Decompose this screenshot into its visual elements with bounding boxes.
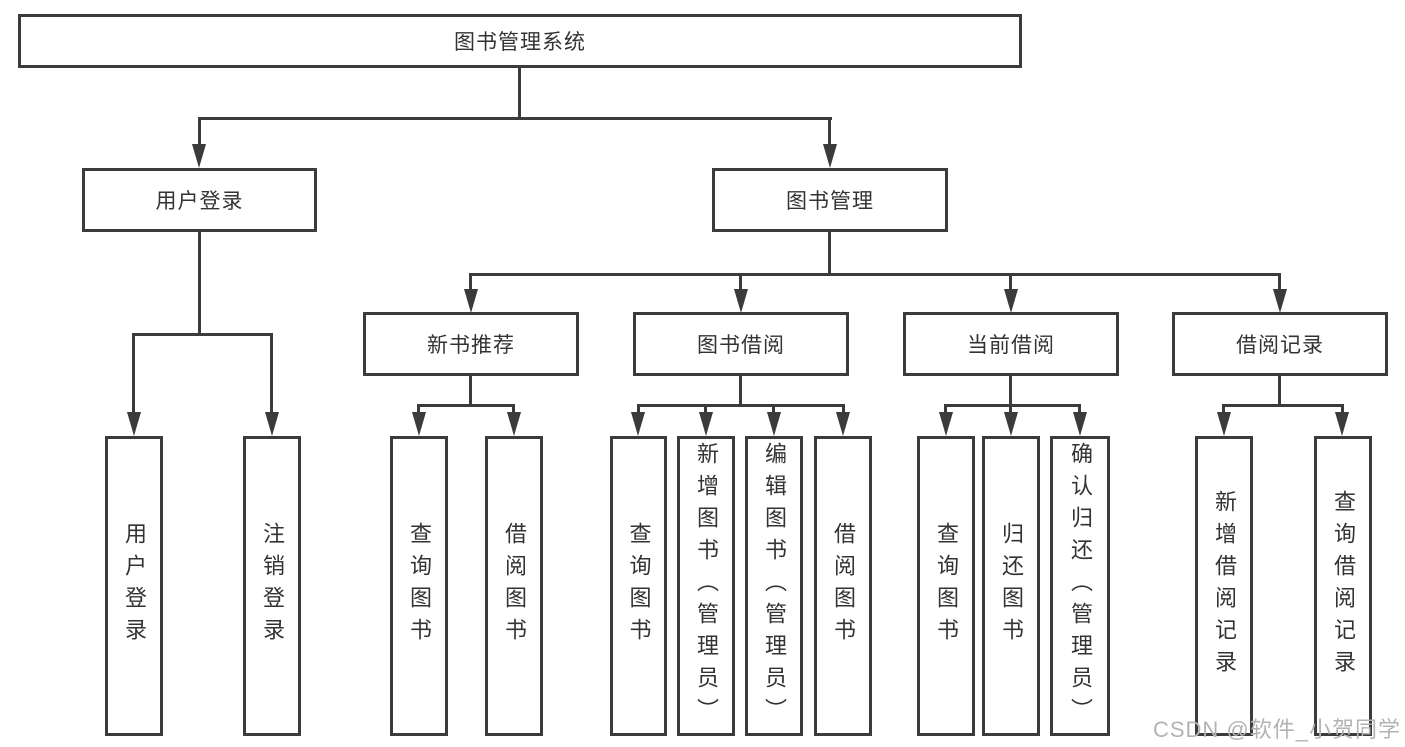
arrow-down-icon xyxy=(1073,412,1087,436)
connector-line xyxy=(944,404,1081,407)
arrow-down-icon xyxy=(1004,289,1018,313)
leaf-add-borrow-record: 新增借阅记录 xyxy=(1195,436,1253,736)
leaf-borrow-books-recommend: 借阅图书 xyxy=(485,436,543,736)
connector-line xyxy=(637,404,640,416)
node-label: 新书推荐 xyxy=(427,334,515,357)
node-label: 用户登录 xyxy=(122,522,147,650)
connector-line xyxy=(1222,404,1225,416)
connector-line xyxy=(198,230,201,335)
node-label: 图书管理系统 xyxy=(454,31,586,54)
connector-line xyxy=(1222,404,1344,407)
node-label: 借阅记录 xyxy=(1236,334,1324,357)
node-label: 编辑图书（管理员） xyxy=(762,442,787,730)
leaf-borrow-books-borrowing: 借阅图书 xyxy=(814,436,872,736)
arrow-down-icon xyxy=(631,412,645,436)
arrow-down-icon xyxy=(1273,289,1287,313)
connector-line xyxy=(1341,404,1344,416)
node-label: 查询图书 xyxy=(626,522,652,650)
leaf-add-books-admin: 新增图书（管理员） xyxy=(677,436,735,736)
arrow-down-icon xyxy=(127,412,141,436)
connector-line xyxy=(944,404,947,416)
node-label: 查询借阅记录 xyxy=(1331,490,1356,682)
connector-line xyxy=(637,404,845,407)
node-borrowing-records: 借阅记录 xyxy=(1172,312,1388,376)
arrow-down-icon xyxy=(823,144,837,168)
arrow-down-icon xyxy=(767,412,781,436)
connector-line xyxy=(1009,373,1012,406)
connector-line xyxy=(842,404,845,416)
node-label: 确认归还（管理员） xyxy=(1068,442,1093,730)
connector-line xyxy=(1278,373,1281,406)
connector-line xyxy=(132,333,273,336)
node-label: 查询图书 xyxy=(407,522,432,650)
arrow-down-icon xyxy=(1004,412,1018,436)
node-label: 借阅图书 xyxy=(831,522,856,650)
node-book-management: 图书管理 xyxy=(712,168,948,232)
node-library-management-system: 图书管理系统 xyxy=(18,14,1022,68)
watermark: CSDN @软件_小贺同学 xyxy=(1152,717,1401,742)
leaf-confirm-return-admin: 确认归还（管理员） xyxy=(1050,436,1110,736)
node-label: 用户登录 xyxy=(155,190,244,213)
arrow-down-icon xyxy=(412,412,426,436)
connector-line xyxy=(470,273,1281,276)
connector-line xyxy=(828,230,831,275)
leaf-query-books-borrowing: 查询图书 xyxy=(610,436,667,736)
connector-line xyxy=(198,117,201,148)
leaf-logout-login: 注销登录 xyxy=(243,436,301,736)
leaf-query-borrow-record: 查询借阅记录 xyxy=(1314,436,1372,736)
connector-line xyxy=(518,66,521,119)
connector-line xyxy=(739,373,742,406)
node-current-borrowing: 当前借阅 xyxy=(903,312,1119,376)
arrow-down-icon xyxy=(836,412,850,436)
connector-line xyxy=(132,333,135,415)
node-label: 归还图书 xyxy=(999,522,1024,650)
arrow-down-icon xyxy=(192,144,206,168)
connector-line xyxy=(270,333,273,415)
leaf-return-books: 归还图书 xyxy=(982,436,1040,736)
connector-line xyxy=(469,273,472,291)
connector-line xyxy=(704,404,707,416)
connector-line xyxy=(739,273,742,291)
arrow-down-icon xyxy=(939,412,953,436)
connector-line xyxy=(772,404,775,416)
node-label: 图书借阅 xyxy=(697,334,785,357)
node-label: 借阅图书 xyxy=(502,522,527,650)
node-user-login: 用户登录 xyxy=(82,168,317,232)
arrow-down-icon xyxy=(699,412,713,436)
arrow-down-icon xyxy=(1217,412,1231,436)
arrow-down-icon xyxy=(265,412,279,436)
leaf-user-login: 用户登录 xyxy=(105,436,163,736)
node-label: 新增借阅记录 xyxy=(1212,490,1237,682)
connector-line xyxy=(198,117,832,120)
node-label: 注销登录 xyxy=(260,522,285,650)
connector-line xyxy=(417,404,420,416)
connector-line xyxy=(512,404,515,416)
arrow-down-icon xyxy=(1335,412,1349,436)
connector-line xyxy=(418,404,515,407)
node-new-book-recommendation: 新书推荐 xyxy=(363,312,579,376)
connector-line xyxy=(1278,273,1281,291)
arrow-down-icon xyxy=(507,412,521,436)
connector-line xyxy=(1009,404,1012,416)
leaf-query-books-recommend: 查询图书 xyxy=(390,436,448,736)
leaf-query-books-current: 查询图书 xyxy=(917,436,975,736)
node-label: 新增图书（管理员） xyxy=(694,442,719,730)
connector-line xyxy=(828,117,831,148)
arrow-down-icon xyxy=(464,289,478,313)
arrow-down-icon xyxy=(734,289,748,313)
connector-line xyxy=(469,373,472,406)
node-label: 查询图书 xyxy=(934,522,959,650)
node-label: 当前借阅 xyxy=(967,334,1055,357)
node-book-borrowing: 图书借阅 xyxy=(633,312,849,376)
connector-line xyxy=(1009,273,1012,291)
connector-line xyxy=(1078,404,1081,416)
node-label: 图书管理 xyxy=(786,190,874,213)
leaf-edit-books-admin: 编辑图书（管理员） xyxy=(745,436,803,736)
